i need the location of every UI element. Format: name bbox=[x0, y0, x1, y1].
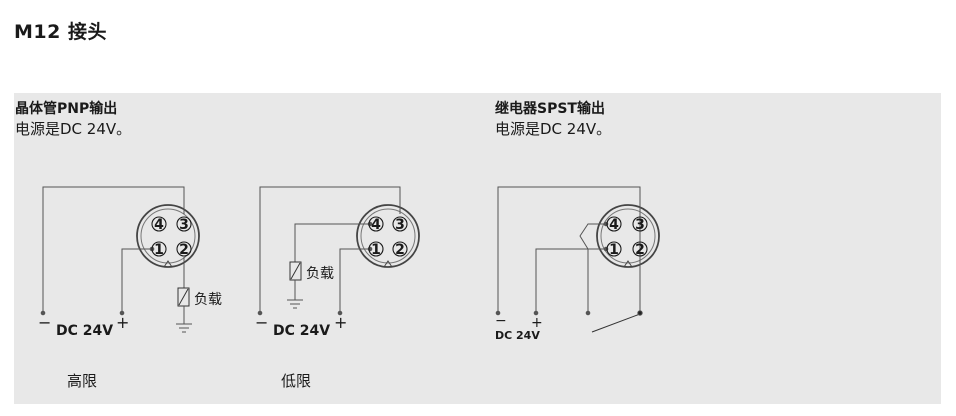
relay-section-subtitle: 电源是DC 24V。 bbox=[495, 120, 612, 138]
low-connector-inner bbox=[360, 208, 416, 264]
relay-diagram bbox=[495, 186, 660, 333]
pnp-section-title: 晶体管PNP输出 bbox=[15, 101, 118, 117]
low-pin3-ring bbox=[392, 216, 408, 232]
low-pin2-ring bbox=[392, 241, 408, 257]
low-pin3-label: 3 bbox=[395, 217, 405, 233]
relay-pin3-ring bbox=[632, 216, 648, 232]
wiring-panel bbox=[14, 93, 941, 404]
high-pin2-ring bbox=[176, 241, 192, 257]
low-minus-sign: − bbox=[255, 313, 268, 332]
high-wire-minus-to-pin3 bbox=[42, 186, 185, 312]
low-pin1-label: 1 bbox=[371, 242, 381, 258]
high-load-slash bbox=[178, 288, 189, 306]
relay-supply-label: DC 24V bbox=[495, 329, 540, 342]
relay-wire-minus-to-pin3 bbox=[497, 186, 641, 312]
low-wire-minus-to-pin3 bbox=[259, 186, 401, 312]
high-minus-terminal-dot bbox=[40, 310, 46, 316]
relay-minus-terminal-dot bbox=[495, 310, 501, 316]
high-minus-sign: − bbox=[38, 313, 51, 332]
relay-section-title: 继电器SPST输出 bbox=[495, 101, 605, 117]
low-plus-sign: + bbox=[334, 313, 347, 332]
low-wire-pin1-to-plus bbox=[339, 248, 370, 312]
high-pin1-ring bbox=[151, 241, 167, 257]
relay-pin4-ring bbox=[606, 216, 622, 232]
relay-pin4-label: 4 bbox=[609, 217, 619, 233]
relay-wire-pin4 bbox=[579, 223, 606, 312]
relay-connector-inner bbox=[600, 208, 656, 264]
relay-connector-outline bbox=[596, 204, 660, 268]
high-pin1-label: 1 bbox=[154, 242, 164, 258]
low-minus-terminal-dot bbox=[257, 310, 263, 316]
low-pin4-label: 4 bbox=[371, 217, 381, 233]
high-limit-diagram bbox=[40, 186, 200, 333]
relay-pin1-ring bbox=[606, 241, 622, 257]
high-load-label: 负载 bbox=[194, 292, 222, 308]
relay-plus-sign: + bbox=[531, 315, 543, 331]
low-load-slash bbox=[290, 262, 301, 280]
relay-switch-contact bbox=[591, 313, 641, 333]
relay-pin2-ring bbox=[632, 241, 648, 257]
high-pin3-label: 3 bbox=[179, 217, 189, 233]
high-limit-caption: 高限 bbox=[67, 372, 98, 390]
low-pin2-label: 2 bbox=[395, 242, 405, 258]
high-connector-inner bbox=[140, 208, 196, 264]
low-limit-diagram bbox=[257, 186, 420, 316]
low-pin4-ring bbox=[368, 216, 384, 232]
relay-plus-terminal-dot bbox=[533, 310, 539, 316]
high-supply-label: DC 24V bbox=[56, 323, 113, 339]
low-wire-pin4-to-load bbox=[294, 223, 370, 262]
relay-pin1-label: 1 bbox=[609, 242, 619, 258]
low-connector-outline bbox=[356, 204, 420, 268]
relay-wire-pin1-to-plus bbox=[535, 248, 606, 312]
low-plus-terminal-dot bbox=[337, 310, 343, 316]
high-plus-terminal-dot bbox=[119, 310, 125, 316]
high-pin3-ring bbox=[176, 216, 192, 232]
low-connector-key bbox=[383, 260, 393, 268]
high-connector-key bbox=[163, 260, 173, 268]
high-pin2-label: 2 bbox=[179, 242, 189, 258]
high-pin4-label: 4 bbox=[154, 217, 164, 233]
low-supply-label: DC 24V bbox=[273, 323, 330, 339]
low-pin1-ring bbox=[368, 241, 384, 257]
pnp-section-subtitle: 电源是DC 24V。 bbox=[15, 120, 132, 138]
low-limit-caption: 低限 bbox=[281, 372, 312, 390]
relay-pin3-label: 3 bbox=[635, 217, 645, 233]
relay-switch-pivot-dot bbox=[637, 310, 643, 316]
relay-pin2-label: 2 bbox=[635, 242, 645, 258]
relay-minus-sign: − bbox=[495, 313, 507, 329]
relay-switch-terminal-dot bbox=[585, 310, 591, 316]
high-connector-outline bbox=[136, 204, 200, 268]
low-load-label: 负载 bbox=[306, 266, 334, 282]
page-title: M12 接头 bbox=[14, 21, 107, 43]
relay-connector-key bbox=[623, 260, 633, 268]
high-plus-sign: + bbox=[116, 313, 129, 332]
high-pin4-ring bbox=[151, 216, 167, 232]
high-wire-pin1-to-plus bbox=[121, 248, 152, 312]
